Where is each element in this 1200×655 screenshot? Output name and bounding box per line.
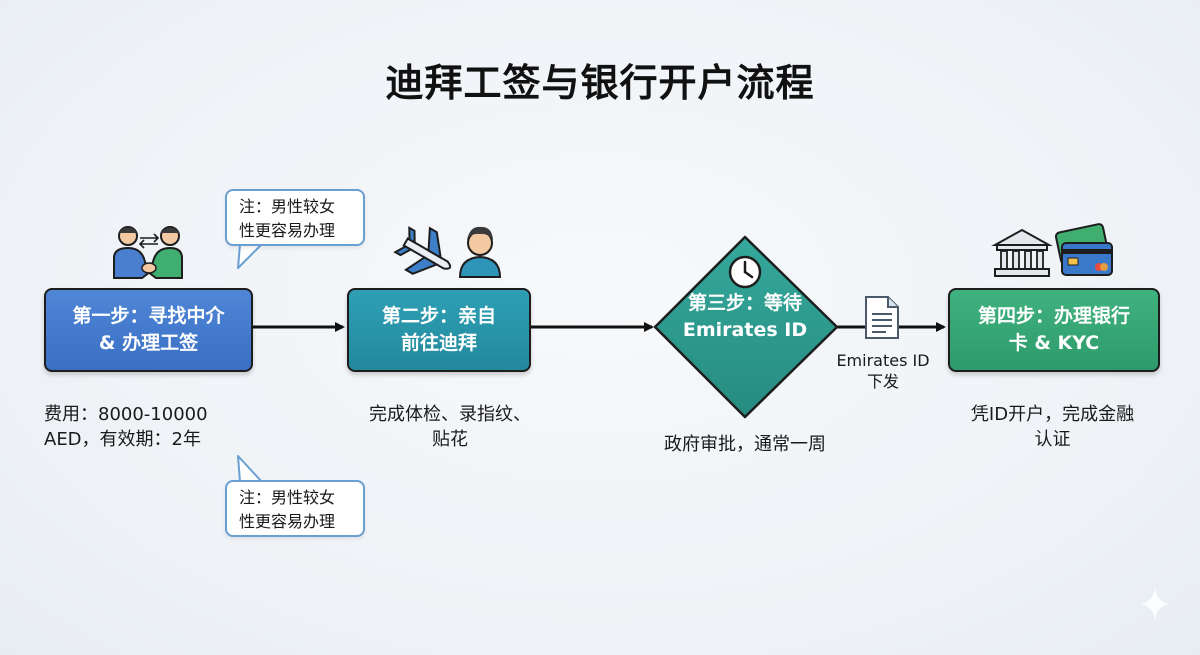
step4-desc-line1: 凭ID开户，完成金融: [970, 404, 1135, 425]
clock-icon: [728, 255, 762, 289]
step2-desc-line2: 贴花: [432, 429, 468, 450]
step2-box: 第二步：亲自 前往迪拜: [347, 288, 531, 372]
step1-desc-line2: AED，有效期：2年: [44, 429, 201, 450]
note-top-line1: 注：男性较女: [239, 197, 336, 216]
step4-title-line2: 卡 & KYC: [1008, 332, 1100, 354]
callout-tail-bottom: [237, 455, 263, 483]
bank-card-icon: [991, 223, 1113, 277]
handshake-people-icon: [113, 226, 183, 279]
note-callout-bottom: 注：男性较女 性更容易办理: [225, 480, 365, 537]
step3-label: 第三步：等待 Emirates ID: [640, 290, 850, 364]
step4-description: 凭ID开户，完成金融 认证: [945, 402, 1160, 452]
step1-title-line1: 第一步：寻找中介: [72, 305, 225, 327]
arrow-label-line1: Emirates ID: [836, 351, 930, 370]
document-icon: [865, 296, 899, 339]
step3-title-line2: Emirates ID: [682, 319, 808, 341]
step4-box: 第四步：办理银行 卡 & KYC: [948, 288, 1160, 372]
callout-tail-top: [237, 242, 263, 269]
step2-title-line2: 前往迪拜: [400, 332, 477, 354]
step3-desc-line1: 政府审批，通常一周: [664, 434, 826, 455]
step1-description: 费用：8000-10000 AED，有效期：2年: [44, 402, 264, 452]
step2-description: 完成体检、录指纹、 贴花: [350, 402, 550, 452]
step3-title-line1: 第三步：等待: [687, 292, 802, 314]
step3-diamond: [653, 235, 839, 419]
step3-description: 政府审批，通常一周: [630, 432, 860, 457]
step4-title-line1: 第四步：办理银行: [977, 305, 1130, 327]
step2-title-line1: 第二步：亲自: [381, 305, 496, 327]
arrow-label-line2: 下发: [866, 372, 899, 391]
page-title: 迪拜工签与银行开户流程: [385, 61, 815, 105]
note-top-line2: 性更容易办理: [239, 221, 336, 240]
note-bottom-line2: 性更容易办理: [239, 512, 336, 531]
note-callout-top: 注：男性较女 性更容易办理: [225, 189, 365, 246]
emirates-id-issued-label: Emirates ID 下发: [828, 350, 938, 392]
step1-title-line2: & 办理工签: [98, 332, 199, 354]
step4-desc-line2: 认证: [1034, 429, 1071, 450]
note-bottom-line1: 注：男性较女: [239, 488, 336, 507]
step2-desc-line1: 完成体检、录指纹、: [369, 404, 531, 425]
sparkle-icon: [1140, 588, 1170, 620]
step1-desc-line1: 费用：8000-10000: [44, 404, 208, 425]
step1-box: 第一步：寻找中介 & 办理工签: [44, 288, 253, 372]
airplane-person-icon: [393, 226, 502, 278]
